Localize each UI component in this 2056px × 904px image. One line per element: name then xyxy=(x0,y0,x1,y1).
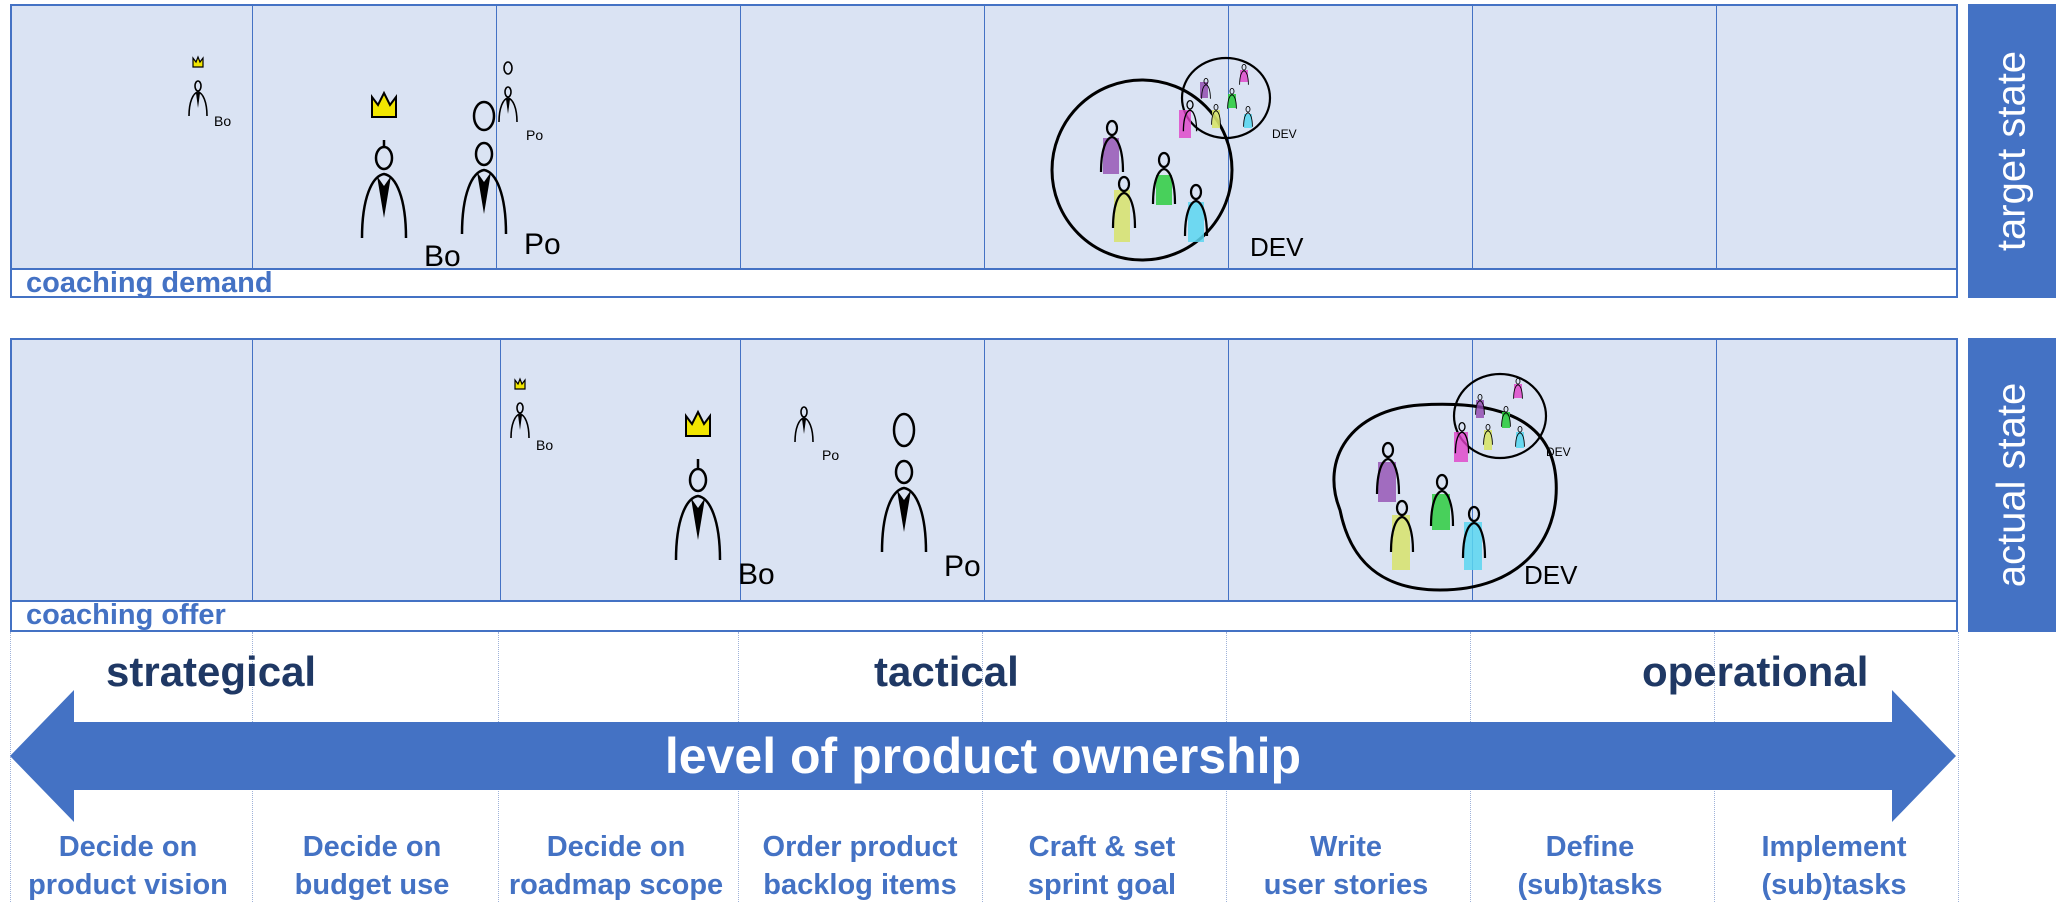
figure-label-dev: DEV xyxy=(1546,445,1571,459)
step-line-1: Write xyxy=(1310,831,1382,863)
column-divider xyxy=(1228,340,1229,600)
figure-label-po: Po xyxy=(944,550,981,583)
column-divider xyxy=(740,6,741,268)
column-divider xyxy=(1472,6,1473,268)
arrow-label: level of product ownership xyxy=(664,728,1302,784)
step-line-2: roadmap scope xyxy=(508,869,724,901)
small-bo-figure xyxy=(510,378,530,439)
figure-label-po: Po xyxy=(526,127,543,143)
step-line-2: (sub)tasks xyxy=(1761,869,1907,901)
figure-label-bo: Bo xyxy=(424,240,461,273)
figure-label-dev: DEV xyxy=(1250,232,1304,262)
step-line-1: Decide on xyxy=(302,831,442,863)
step-order-backlog-items: Order product backlog items xyxy=(740,828,980,904)
large-po-figure xyxy=(460,100,508,236)
column-guide xyxy=(1958,632,1959,902)
column-divider xyxy=(984,6,985,268)
step-implement-subtasks: Implement (sub)tasks xyxy=(1714,828,1954,904)
actual-state-panel: coaching offer xyxy=(10,338,1958,632)
small-po-figure xyxy=(794,406,814,443)
column-divider xyxy=(1716,340,1717,600)
step-write-user-stories: Write user stories xyxy=(1226,828,1466,904)
column-divider xyxy=(496,6,497,268)
step-line-1: Implement xyxy=(1761,831,1907,863)
column-guide xyxy=(10,632,11,902)
large-po-figure xyxy=(880,412,928,554)
column-divider xyxy=(1472,340,1473,600)
column-divider xyxy=(500,340,501,600)
actual-state-side-label: actual state xyxy=(1968,338,2056,632)
target-state-side-label: target state xyxy=(1968,4,2056,298)
step-decide-product-vision: Decide on product vision xyxy=(8,828,248,904)
figure-label-dev: DEV xyxy=(1272,127,1297,141)
figure-label-bo: Bo xyxy=(536,437,553,453)
step-line-2: product vision xyxy=(28,869,228,901)
column-divider xyxy=(740,340,741,600)
step-line-1: Craft & set xyxy=(1028,831,1176,863)
step-decide-roadmap-scope: Decide on roadmap scope xyxy=(496,828,736,904)
step-decide-budget-use: Decide on budget use xyxy=(252,828,492,904)
step-line-1: Decide on xyxy=(546,831,686,863)
figure-label-bo: Bo xyxy=(738,558,775,591)
target-state-panel: coaching demand xyxy=(10,4,1958,298)
level-operational: operational xyxy=(1642,648,1869,695)
figure-label-bo: Bo xyxy=(214,113,231,129)
column-divider xyxy=(984,340,985,600)
level-tactical: tactical xyxy=(874,648,1019,695)
column-divider xyxy=(1716,6,1717,268)
step-line-2: user stories xyxy=(1263,869,1429,901)
column-divider xyxy=(252,340,253,600)
large-bo-figure xyxy=(360,92,408,240)
figure-label-po: Po xyxy=(524,228,561,261)
step-line-1: Decide on xyxy=(58,831,198,863)
small-bo-figure xyxy=(188,56,208,117)
level-strategical: strategical xyxy=(106,648,317,695)
step-line-2: backlog items xyxy=(763,869,957,901)
step-line-2: budget use xyxy=(294,869,450,901)
dev-team-figure xyxy=(1050,78,1234,262)
figure-label-po: Po xyxy=(822,447,839,463)
figure-label-dev: DEV xyxy=(1524,560,1578,590)
column-divider xyxy=(252,6,253,268)
dev-team-figure xyxy=(1332,402,1558,592)
step-line-2: sprint goal xyxy=(1027,869,1177,901)
coaching-offer-label: coaching offer xyxy=(26,599,226,631)
dev-sub-team-figure xyxy=(1452,372,1548,462)
large-bo-figure xyxy=(674,411,722,562)
step-line-1: Define xyxy=(1545,831,1635,863)
step-define-subtasks: Define (sub)tasks xyxy=(1470,828,1710,904)
step-line-1: Order product xyxy=(762,831,958,863)
small-po-figure xyxy=(498,61,518,123)
dev-sub-team-figure xyxy=(1179,56,1272,140)
coaching-demand-label: coaching demand xyxy=(26,267,273,299)
step-line-2: (sub)tasks xyxy=(1517,869,1663,901)
step-craft-sprint-goal: Craft & set sprint goal xyxy=(982,828,1222,904)
product-ownership-arrow xyxy=(10,690,1956,822)
